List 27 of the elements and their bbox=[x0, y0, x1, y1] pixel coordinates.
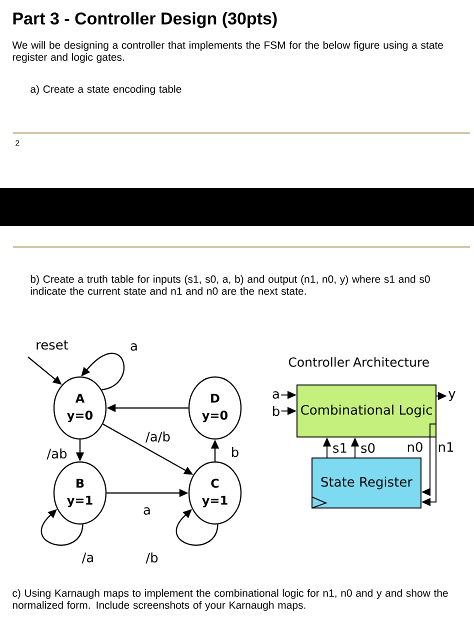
register-box: State Register bbox=[312, 458, 422, 508]
arrow bbox=[176, 509, 218, 546]
edge-label: /b bbox=[144, 551, 160, 565]
label-text: Controller Architecture bbox=[288, 357, 429, 367]
note-text: 2 bbox=[16, 140, 20, 146]
arrow bbox=[81, 352, 125, 390]
edge-label: n1 bbox=[436, 441, 456, 453]
edge-label: s1 bbox=[331, 442, 349, 454]
question-text: c) Using Karnaugh maps to implement the combinational logic for n1, n0 and y and show the normalized form. Include screenshots of your Karnaugh maps. bbox=[12, 589, 448, 611]
edge-label: n0 bbox=[406, 441, 424, 453]
signal-label: b bbox=[273, 406, 280, 416]
edge-label: a bbox=[142, 506, 152, 516]
question-text: b) Create a truth table for inputs (s1, s0, a, b) and output (n1, n0, y) where s1 and s0 indicate the current state and n1 and n0 are the next state. bbox=[30, 275, 430, 295]
edge-label: /a bbox=[80, 552, 96, 564]
signal-label: y bbox=[448, 391, 456, 401]
signal-label: reset bbox=[36, 340, 68, 350]
edge-label: b bbox=[230, 446, 240, 458]
edge-label: a bbox=[129, 342, 139, 352]
page-title: Part 3 - Controller Design (30pts) bbox=[13, 12, 277, 28]
question-text: a) Create a state encoding table bbox=[30, 85, 182, 95]
paragraph: We will be designing a controller that implements the FSM for the below figure using a state register and logic gates. bbox=[12, 41, 443, 63]
logic-box: Combinational Logic bbox=[296, 384, 436, 438]
edge-label: s0 bbox=[359, 442, 377, 454]
signal-label: a bbox=[272, 391, 279, 399]
arrow bbox=[41, 509, 84, 546]
edge-label: /ab bbox=[46, 447, 68, 461]
edge-label: /a/b bbox=[144, 430, 172, 444]
